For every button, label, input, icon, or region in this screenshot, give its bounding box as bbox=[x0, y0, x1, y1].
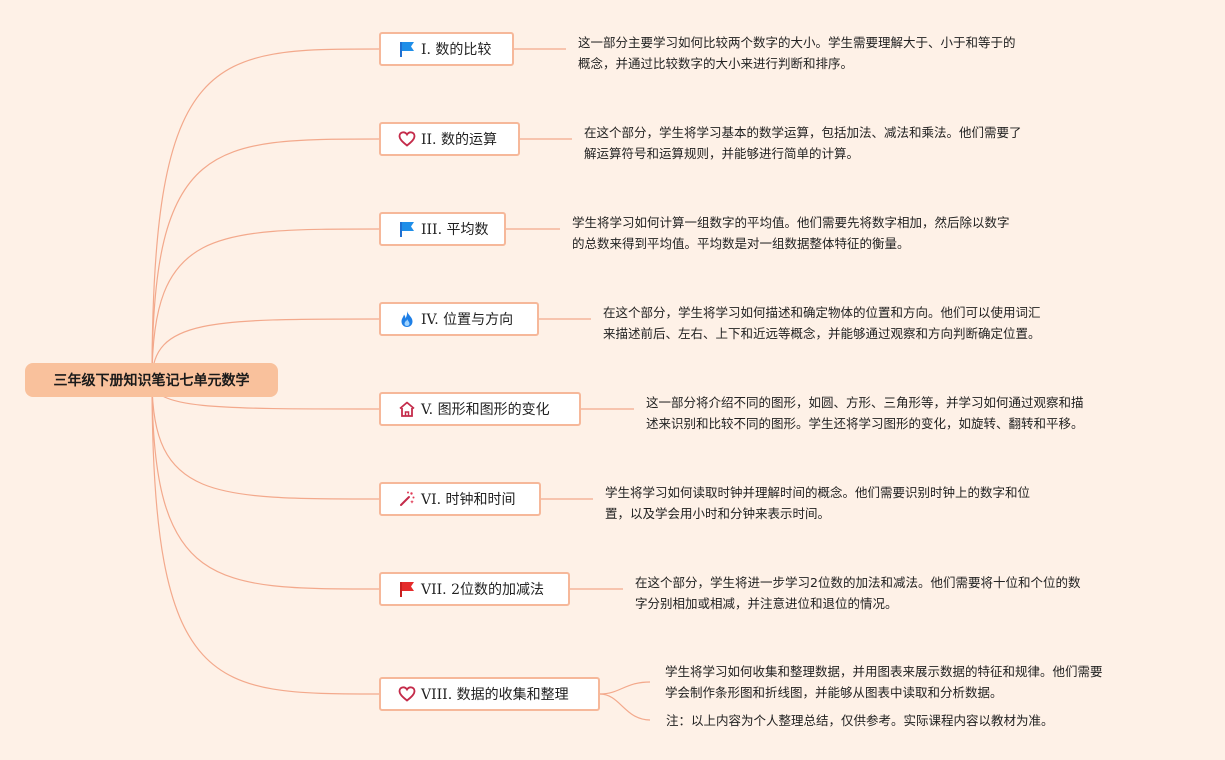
topic-node-5[interactable]: V. 图形和图形的变化 bbox=[379, 392, 581, 426]
topic-description-8: 学生将学习如何收集和整理数据，并用图表来展示数据的特征和规律。他们需要学会制作条… bbox=[665, 661, 1103, 703]
blue-flag-icon bbox=[397, 39, 417, 59]
description-line: 来描述前后、左右、上下和近远等概念，并能够通过观察和方向判断确定位置。 bbox=[603, 326, 1041, 341]
topic-label: II. 数的运算 bbox=[421, 132, 497, 148]
root-connector-3 bbox=[151, 228, 380, 381]
root-connector-4 bbox=[151, 318, 380, 381]
desc-connector-8 bbox=[599, 681, 651, 695]
topic-node-7[interactable]: VII. 2位数的加减法 bbox=[379, 572, 570, 606]
topic-description-4: 在这个部分，学生将学习如何描述和确定物体的位置和方向。他们可以使用词汇来描述前后… bbox=[603, 302, 1041, 344]
description-line: 在这个部分，学生将学习如何描述和确定物体的位置和方向。他们可以使用词汇 bbox=[603, 305, 1041, 320]
root-connector-2 bbox=[151, 138, 380, 381]
house-icon bbox=[397, 399, 417, 419]
topic-description-6: 学生将学习如何读取时钟并理解时间的概念。他们需要识别时钟上的数字和位置，以及学会… bbox=[605, 482, 1030, 524]
topic-label: VIII. 数据的收集和整理 bbox=[421, 687, 569, 703]
note-connector bbox=[599, 693, 651, 721]
topic-description-5: 这一部分将介绍不同的图形，如圆、方形、三角形等，并学习如何通过观察和描述来识别和… bbox=[646, 392, 1084, 434]
description-line: 学生将学习如何计算一组数字的平均值。他们需要先将数字相加，然后除以数字 bbox=[572, 215, 1010, 230]
description-line: 述来识别和比较不同的图形。学生还将学习图形的变化，如旋转、翻转和平移。 bbox=[646, 416, 1084, 431]
topic-node-3[interactable]: III. 平均数 bbox=[379, 212, 506, 246]
topic-node-8[interactable]: VIII. 数据的收集和整理 bbox=[379, 677, 600, 711]
description-line: 在这个部分，学生将进一步学习2位数的加法和减法。他们需要将十位和个位的数 bbox=[635, 575, 1081, 590]
description-line: 学生将学习如何收集和整理数据，并用图表来展示数据的特征和规律。他们需要 bbox=[665, 664, 1103, 679]
root-connector-1 bbox=[151, 48, 380, 381]
description-line: 这一部分将介绍不同的图形，如圆、方形、三角形等，并学习如何通过观察和描 bbox=[646, 395, 1084, 410]
topic-description-2: 在这个部分，学生将学习基本的数学运算，包括加法、减法和乘法。他们需要了解运算符号… bbox=[584, 122, 1022, 164]
topic-description-7: 在这个部分，学生将进一步学习2位数的加法和减法。他们需要将十位和个位的数字分别相… bbox=[635, 572, 1080, 614]
heart-outline-icon bbox=[397, 129, 417, 149]
heart-outline-icon bbox=[397, 684, 417, 704]
topic-label: VI. 时钟和时间 bbox=[421, 492, 516, 508]
root-connector-6 bbox=[151, 379, 380, 500]
description-line: 字分别相加或相减，并注意进位和退位的情况。 bbox=[635, 596, 898, 611]
description-line: 这一部分主要学习如何比较两个数字的大小。学生需要理解大于、小于和等于的 bbox=[578, 35, 1016, 50]
root-connector-7 bbox=[151, 379, 380, 590]
flame-icon bbox=[397, 309, 417, 329]
topic-label: VII. 2位数的加减法 bbox=[421, 582, 544, 598]
description-line: 的总数来得到平均值。平均数是对一组数据整体特征的衡量。 bbox=[572, 236, 910, 251]
description-line: 学生将学习如何读取时钟并理解时间的概念。他们需要识别时钟上的数字和位 bbox=[605, 485, 1031, 500]
topic-node-1[interactable]: I. 数的比较 bbox=[379, 32, 514, 66]
topic-label: III. 平均数 bbox=[421, 222, 489, 238]
red-flag-icon bbox=[397, 579, 417, 599]
topic-description-1: 这一部分主要学习如何比较两个数字的大小。学生需要理解大于、小于和等于的概念，并通… bbox=[578, 32, 1016, 74]
description-line: 置，以及学会用小时和分钟来表示时间。 bbox=[605, 506, 831, 521]
description-line: 概念，并通过比较数字的大小来进行判断和排序。 bbox=[578, 56, 854, 71]
note-text: 注：以上内容为个人整理总结，仅供参考。实际课程内容以教材为准。 bbox=[666, 713, 1054, 728]
blue-flag-icon bbox=[397, 219, 417, 239]
root-connector-8 bbox=[151, 379, 380, 695]
description-line: 解运算符号和运算规则，并能够进行简单的计算。 bbox=[584, 146, 860, 161]
topic-description-3: 学生将学习如何计算一组数字的平均值。他们需要先将数字相加，然后除以数字的总数来得… bbox=[572, 212, 1010, 254]
topic-node-4[interactable]: IV. 位置与方向 bbox=[379, 302, 539, 336]
topic-label: I. 数的比较 bbox=[421, 42, 492, 58]
topic-node-6[interactable]: VI. 时钟和时间 bbox=[379, 482, 541, 516]
topic-label: IV. 位置与方向 bbox=[421, 312, 514, 328]
description-line: 学会制作条形图和折线图，并能够从图表中读取和分析数据。 bbox=[665, 685, 1003, 700]
description-line: 在这个部分，学生将学习基本的数学运算，包括加法、减法和乘法。他们需要了 bbox=[584, 125, 1022, 140]
topic-label: V. 图形和图形的变化 bbox=[421, 402, 550, 418]
magic-wand-icon bbox=[397, 489, 417, 509]
root-label: 三年级下册知识笔记七单元数学 bbox=[53, 373, 250, 389]
root-node[interactable]: 三年级下册知识笔记七单元数学 bbox=[25, 363, 278, 397]
topic-node-2[interactable]: II. 数的运算 bbox=[379, 122, 520, 156]
